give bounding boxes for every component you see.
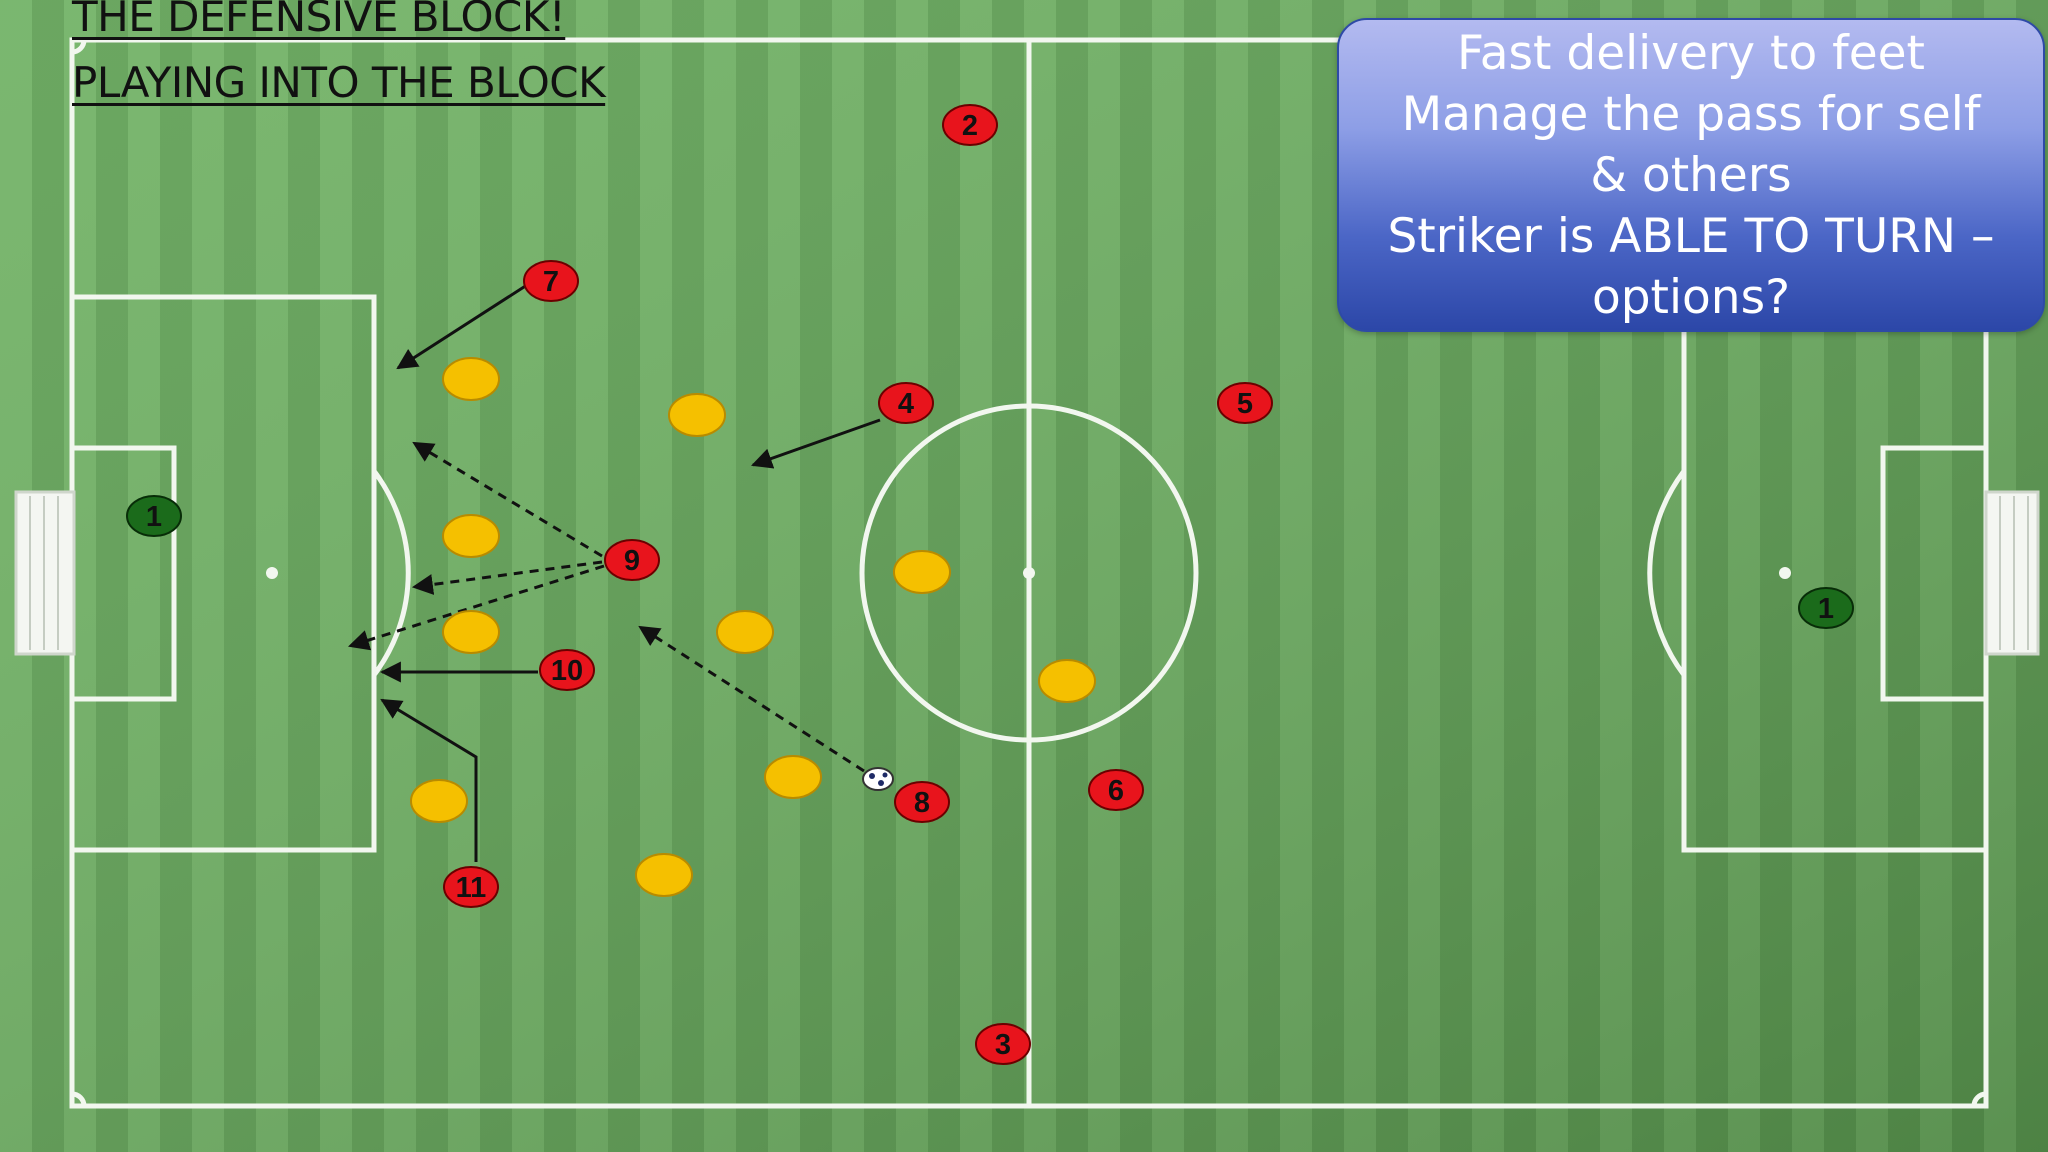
defender-marker[interactable] (635, 853, 693, 897)
left-penalty-arc (372, 469, 411, 677)
corner-arc-top-left (71, 39, 87, 55)
pass-arrow-9-high (412, 441, 603, 558)
defender-marker[interactable] (764, 755, 822, 799)
defender-marker[interactable] (668, 393, 726, 437)
defender-marker[interactable] (893, 550, 951, 594)
attacker-number: 9 (624, 545, 640, 577)
pass-arrow-8 (638, 625, 865, 773)
goalkeeper-number: 1 (146, 501, 162, 533)
coaching-point: & others (1590, 147, 1792, 203)
coaching-point: Fast delivery to feet (1457, 25, 1925, 81)
attacker-number: 8 (914, 787, 930, 819)
attackers: 2 7 4 5 9 10 8 6 (126, 104, 1854, 1065)
centre-spot (1023, 567, 1035, 579)
defender-marker[interactable] (442, 610, 500, 654)
attacker-5[interactable]: 5 (1217, 382, 1273, 424)
attacker-3[interactable]: 3 (975, 1023, 1031, 1065)
corner-arc-bottom-left (71, 1091, 87, 1107)
run-arrow-7 (396, 283, 528, 370)
defender-marker[interactable] (716, 610, 774, 654)
attacker-8[interactable]: 8 (894, 781, 950, 823)
ball-icon[interactable] (862, 767, 894, 791)
coaching-point: options? (1591, 269, 1791, 325)
goalkeeper-number: 1 (1818, 593, 1834, 625)
right-goal (1984, 490, 2040, 656)
defender-marker[interactable] (442, 514, 500, 558)
attacker-10[interactable]: 10 (539, 649, 595, 691)
attacker-number: 2 (962, 110, 978, 142)
attacker-6[interactable]: 6 (1088, 769, 1144, 811)
left-goal (14, 490, 76, 656)
run-arrow-4 (751, 418, 881, 469)
centre-circle (859, 403, 1199, 743)
attacker-9[interactable]: 9 (604, 539, 660, 581)
movement-arrows (347, 283, 881, 862)
attacker-number: 7 (543, 266, 559, 298)
attacker-number: 3 (995, 1029, 1011, 1061)
goalkeeper-right[interactable]: 1 (1798, 587, 1854, 629)
defender-marker[interactable] (442, 357, 500, 401)
coaching-point: Striker is ABLE TO TURN – (1387, 208, 1995, 264)
defender-marker[interactable] (410, 779, 468, 823)
corner-arc-bottom-right (1971, 1091, 1987, 1107)
attacker-2[interactable]: 2 (942, 104, 998, 146)
pass-arrow-9-low (347, 564, 605, 651)
left-penalty-spot (266, 567, 278, 579)
attacker-number: 4 (898, 388, 914, 420)
slide-title: THE DEFENSIVE BLOCK! (72, 0, 566, 41)
attacker-11[interactable]: 11 (443, 866, 499, 908)
defenders (410, 357, 1096, 897)
attacker-7[interactable]: 7 (523, 260, 579, 302)
goalkeeper-left[interactable]: 1 (126, 495, 182, 537)
attacker-4[interactable]: 4 (878, 382, 934, 424)
coaching-point: Manage the pass for self (1401, 86, 1981, 142)
defender-marker[interactable] (1038, 659, 1096, 703)
right-penalty-arc (1647, 469, 1686, 677)
slide-subtitle: PLAYING INTO THE BLOCK (72, 58, 606, 107)
attacker-number: 6 (1108, 775, 1124, 807)
ball[interactable] (862, 767, 894, 791)
attacker-number: 10 (551, 655, 583, 687)
coaching-points-box: Fast delivery to feet Manage the pass fo… (1337, 18, 2045, 332)
right-penalty-spot (1779, 567, 1791, 579)
attacker-number: 11 (456, 872, 487, 904)
attacker-number: 5 (1237, 388, 1253, 420)
run-arrow-11 (380, 698, 478, 862)
